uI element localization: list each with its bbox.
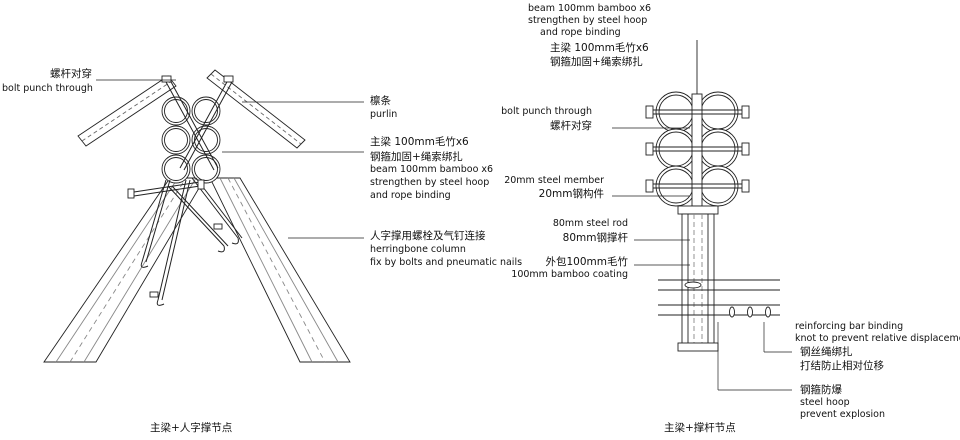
left-purlin-right: [206, 69, 306, 149]
left-bolt-label-en: bolt punch through: [2, 83, 93, 94]
right-beam-label-cn-1: 主梁 100mm毛竹x6: [550, 42, 649, 54]
right-bolt-label-cn: 螺杆对穿: [550, 120, 592, 132]
right-steel-member: [677, 205, 719, 215]
left-herringbone-left: [43, 177, 206, 363]
right-member-label-cn: 20mm钢构件: [538, 188, 604, 200]
left-bolt-nuts: [127, 75, 234, 298]
right-vertical-plates: [691, 40, 703, 207]
right-beam-label-en-1: beam 100mm bamboo x6: [528, 3, 652, 14]
right-leader-lines: [612, 127, 792, 391]
right-bolts: [652, 109, 744, 189]
right-rebar-knots: [684, 281, 771, 318]
right-beam-label-cn-2: 钢箍加固+绳索绑扎: [550, 56, 643, 68]
right-beam-label-en-3: and rope binding: [540, 27, 621, 38]
left-purlin-left: [77, 75, 177, 147]
right-horizontal-rebar: [658, 279, 780, 316]
left-beam-label-cn-2: 钢箍加固+绳索绑扎: [370, 151, 463, 163]
right-member-label-en: 20mm steel member: [504, 175, 604, 186]
left-beam-bamboo-bundle: [161, 96, 221, 184]
right-bolt-label-en: bolt punch through: [501, 106, 592, 117]
left-column-label-cn: 人字撑用螺栓及气钉连接: [370, 230, 486, 242]
right-hoop-label-en-1: steel hoop: [800, 397, 850, 408]
left-herringbone-right: [209, 177, 351, 363]
left-detail-caption: 主梁+人字撑节点: [150, 422, 233, 434]
left-beam-label-en-1: beam 100mm bamboo x6: [370, 164, 494, 175]
left-beam-label-en-2: strengthen by steel hoop: [370, 177, 490, 188]
right-rebar-label-cn-1: 钢丝绳绑扎: [800, 346, 853, 358]
right-coating-label-en: 100mm bamboo coating: [511, 269, 628, 280]
right-hoop-label-en-2: prevent explosion: [800, 409, 886, 420]
right-rod-label-cn: 80mm钢撑杆: [562, 232, 628, 244]
left-beam-label-cn-1: 主梁 100mm毛竹x6: [370, 136, 469, 148]
left-purlin-label-cn: 檩条: [370, 95, 391, 107]
right-rod-label-en: 80mm steel rod: [552, 218, 628, 229]
right-bolt-nuts: [645, 105, 750, 193]
right-coating-label-cn: 外包100mm毛竹: [545, 256, 629, 268]
left-bolt-label-cn: 螺杆对穿: [50, 68, 92, 80]
right-rebar-label-cn-2: 打结防止相对位移: [800, 360, 884, 372]
right-beam-label-en-2: strengthen by steel hoop: [528, 15, 648, 26]
right-rebar-label-en-2: knot to prevent relative displacement: [795, 333, 960, 344]
left-purlin-label-en: purlin: [370, 109, 398, 120]
left-column-label-en-2: fix by bolts and pneumatic nails: [370, 257, 523, 268]
right-steel-rod: [677, 213, 719, 352]
left-column-label-en-1: herringbone column: [370, 244, 466, 255]
left-beam-label-en-3: and rope binding: [370, 190, 451, 201]
left-leader-lines: [96, 79, 364, 239]
right-detail-caption: 主梁+撑杆节点: [664, 422, 736, 434]
left-bolts: [133, 79, 243, 306]
right-rebar-label-en-1: reinforcing bar binding: [795, 321, 904, 332]
right-hoop-label-cn: 钢箍防爆: [800, 384, 842, 396]
